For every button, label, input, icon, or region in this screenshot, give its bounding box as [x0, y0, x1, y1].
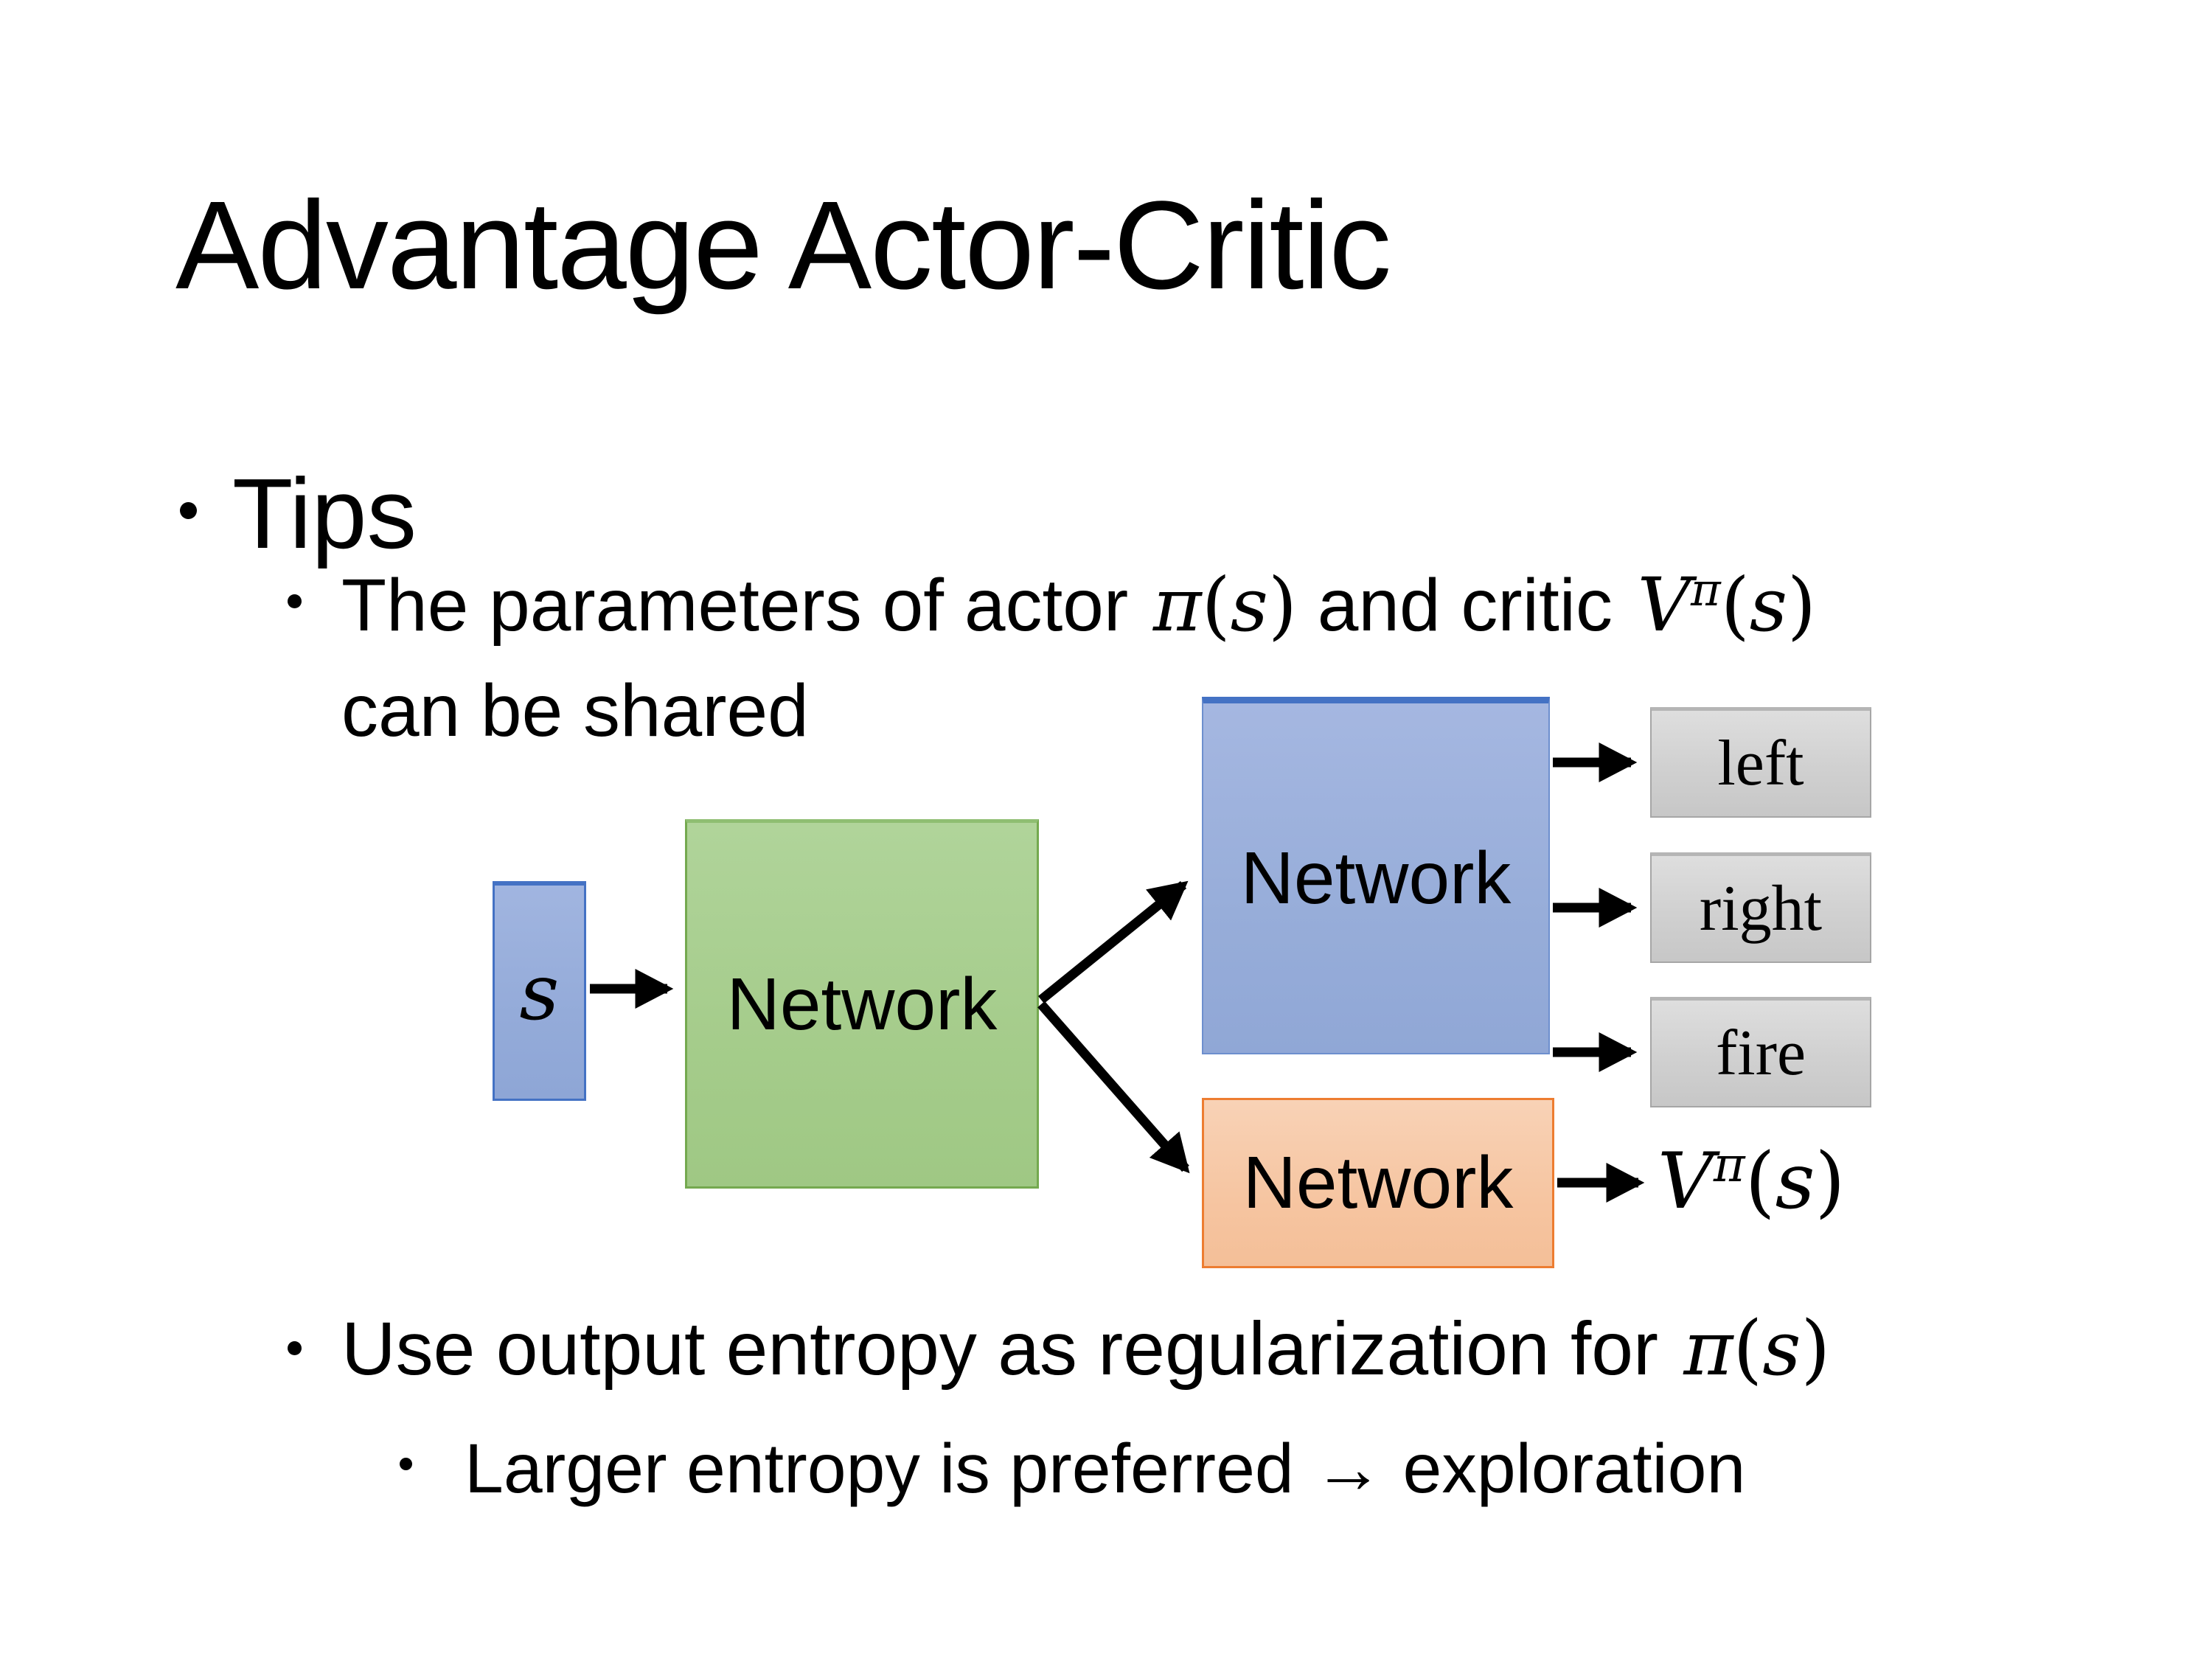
math-V: V	[1658, 1136, 1714, 1226]
math-V-sup-pi: π	[1713, 1138, 1745, 1194]
bullet-item-tips: Tips	[232, 459, 417, 569]
math-pi: π	[1683, 1305, 1733, 1393]
math-rparen: )	[1801, 1305, 1831, 1393]
math-rparen: )	[1268, 562, 1298, 648]
bullet-larger-entropy	[400, 1458, 412, 1470]
arrow-shared-to-actor	[1037, 880, 1189, 1004]
bullet-tips	[180, 502, 197, 519]
critic-output-label: Vπ(s)	[1658, 1137, 1845, 1227]
output-box-fire: fire	[1650, 997, 1871, 1107]
output-box-left: left	[1650, 707, 1871, 818]
math-s: s	[1762, 1305, 1801, 1393]
shared-network-label: Network	[726, 963, 998, 1046]
shared-network-box: Network	[685, 819, 1039, 1189]
math-lparen: (	[1733, 1305, 1763, 1393]
math-s: s	[1775, 1136, 1815, 1226]
math-lparen: (	[1745, 1136, 1775, 1226]
params-text-line2: can be shared	[341, 669, 809, 752]
math-V-sup-pi: π	[1690, 562, 1721, 616]
math-s: s	[1749, 562, 1788, 648]
bullet-entropy	[288, 1341, 302, 1355]
math-s: s	[1230, 562, 1268, 648]
output-label-left: left	[1717, 728, 1804, 799]
entropy-text-pre: Use output entropy as regularization for	[341, 1307, 1680, 1391]
math-lparen: (	[1720, 562, 1750, 648]
page-title: Advantage Actor-Critic	[175, 175, 1391, 316]
math-lparen: (	[1201, 562, 1231, 648]
bullet-item-entropy: Use output entropy as regularization for…	[341, 1304, 1830, 1394]
actor-network-label: Network	[1240, 836, 1512, 919]
bullet-item-params: The parameters of actor π(s) and critic …	[341, 557, 1816, 759]
critic-network-box: Network	[1202, 1098, 1554, 1268]
tips-label: Tips	[232, 458, 417, 569]
state-label: s	[519, 947, 560, 1037]
arrow-shared-to-critic	[1037, 1001, 1190, 1174]
bullet-item-larger-entropy: Larger entropy is preferred → exploratio…	[465, 1427, 1745, 1511]
bullet-params	[288, 594, 302, 608]
math-pi: π	[1152, 562, 1202, 648]
critic-network-label: Network	[1242, 1141, 1514, 1224]
params-text-pre: The parameters of actor	[341, 564, 1149, 647]
math-rparen: )	[1787, 562, 1817, 648]
larger-entropy-text: Larger entropy is preferred → exploratio…	[465, 1430, 1746, 1508]
state-box: s	[493, 881, 586, 1101]
params-text-mid: and critic	[1297, 564, 1633, 647]
math-rparen: )	[1815, 1136, 1846, 1226]
actor-network-box: Network	[1202, 697, 1550, 1054]
output-label-right: right	[1699, 873, 1823, 945]
math-V: V	[1637, 562, 1691, 648]
output-box-right: right	[1650, 852, 1871, 963]
output-label-fire: fire	[1715, 1018, 1806, 1089]
